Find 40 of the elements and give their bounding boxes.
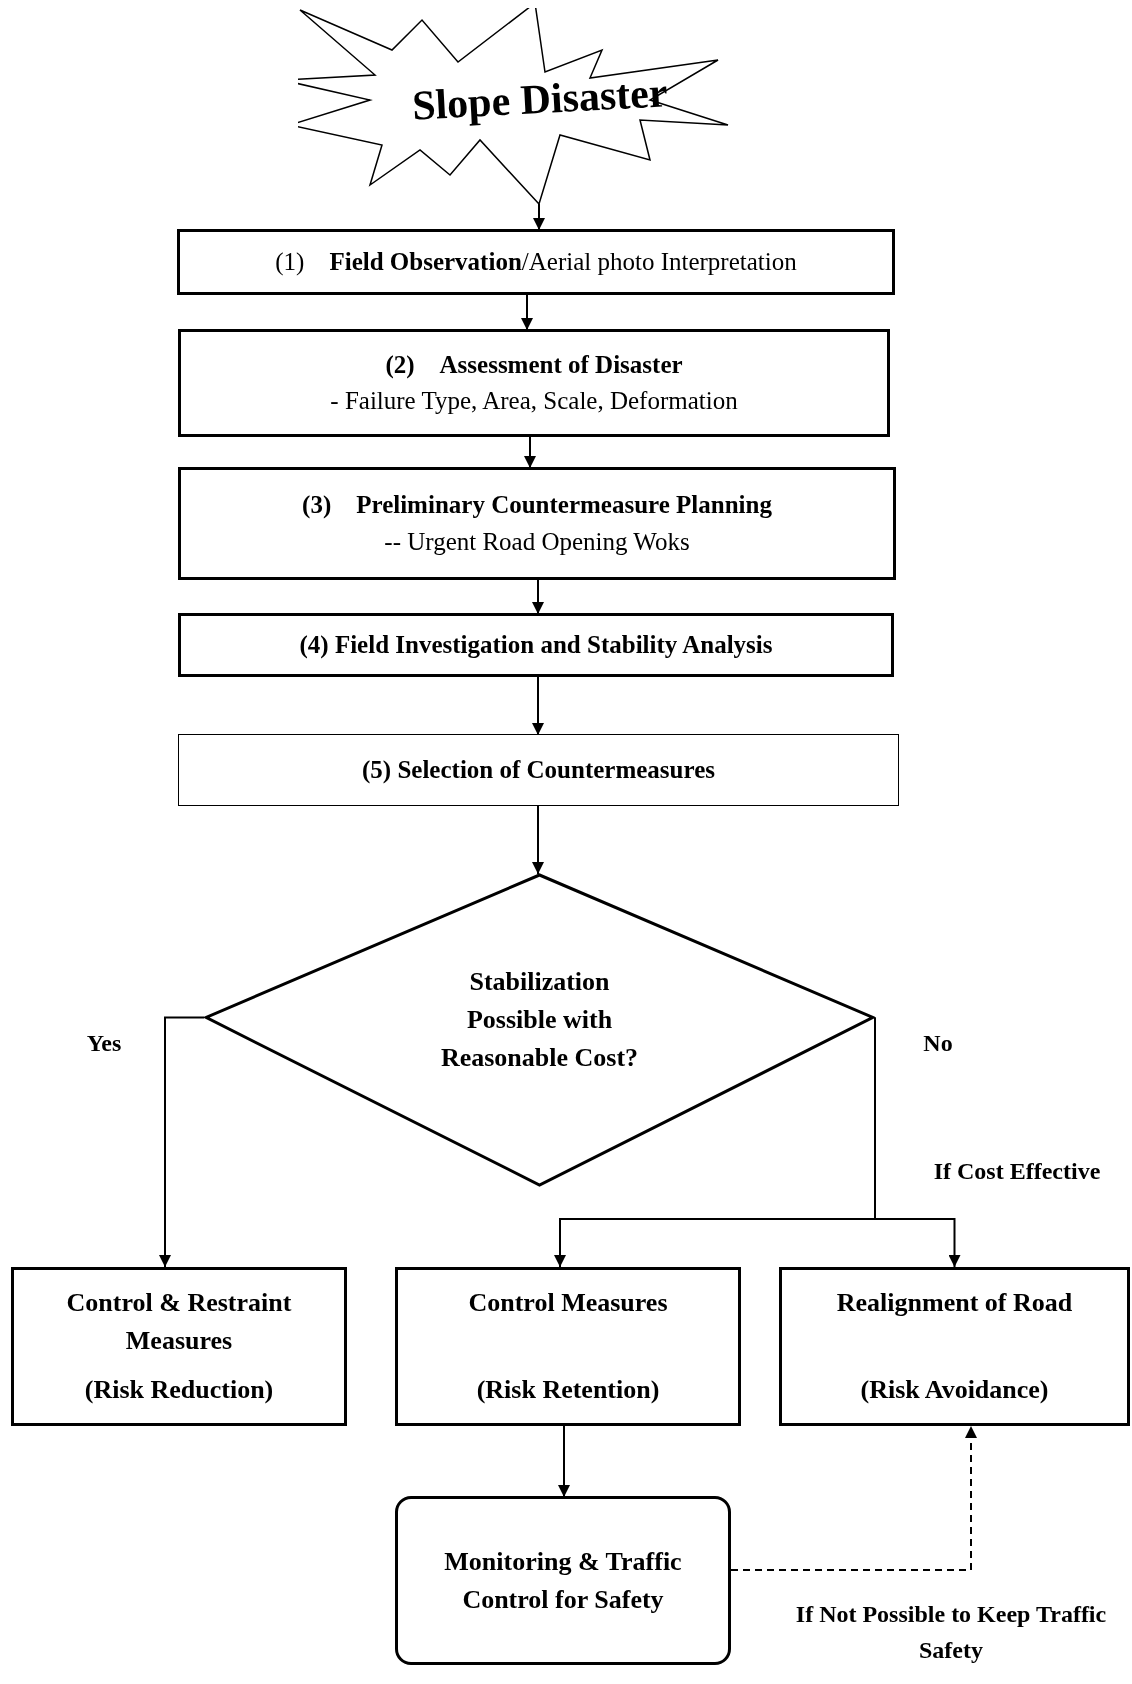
decision-diamond <box>204 873 875 1187</box>
process-box <box>178 329 890 437</box>
arrow <box>532 676 544 736</box>
node-title: Control Measures <box>468 1287 668 1319</box>
dashed-arrow <box>730 1425 977 1571</box>
arrow <box>159 1016 205 1268</box>
node-title: (3) Preliminary Countermeasure Planning <box>302 490 772 521</box>
node-title: (1) Field Observation/Aerial photo Interpretation <box>275 246 797 278</box>
process-box <box>178 613 894 677</box>
branch-label: No <box>922 1030 954 1057</box>
process-box <box>779 1267 1130 1426</box>
arrow <box>532 805 544 875</box>
arrow <box>533 203 545 231</box>
node-title: Control & Restraint Measures <box>65 1287 293 1357</box>
node-title: (4) Field Investigation and Stability Analysis <box>299 629 773 661</box>
process-box <box>178 467 896 580</box>
edge-label: If Not Possible to Keep Traffic Safety <box>794 1600 1108 1665</box>
node-subtitle: (Risk Retention) <box>476 1374 660 1407</box>
process-box <box>395 1267 741 1426</box>
node-subtitle: (Risk Avoidance) <box>860 1374 1049 1407</box>
title-text: Slope Disaster <box>410 67 670 131</box>
arrow <box>524 436 536 469</box>
node-title: Realignment of Road <box>836 1287 1073 1319</box>
process-box <box>178 734 899 806</box>
node-subtitle: -- Urgent Road Opening Woks <box>384 526 690 557</box>
rounded-process-box <box>395 1496 731 1665</box>
process-box <box>11 1267 347 1426</box>
node-subtitle: (Risk Reduction) <box>84 1374 274 1407</box>
node-title: Monitoring & Traffic Control for Safety <box>443 1545 683 1616</box>
process-box <box>177 229 895 295</box>
arrow <box>558 1425 570 1498</box>
node-title: (5) Selection of Countermeasures <box>362 754 715 786</box>
node-subtitle: - Failure Type, Area, Scale, Deformation <box>330 386 738 416</box>
arrow <box>532 579 544 615</box>
arrow <box>521 294 533 331</box>
node-title: (2) Assessment of Disaster <box>385 349 683 381</box>
arrow <box>874 1016 961 1268</box>
edge-label: Yes <box>85 1030 123 1057</box>
branch-label: If Cost Effective <box>932 1158 1102 1185</box>
node-title: Stabilization Possible with Reasonable Cost? <box>439 966 640 1074</box>
